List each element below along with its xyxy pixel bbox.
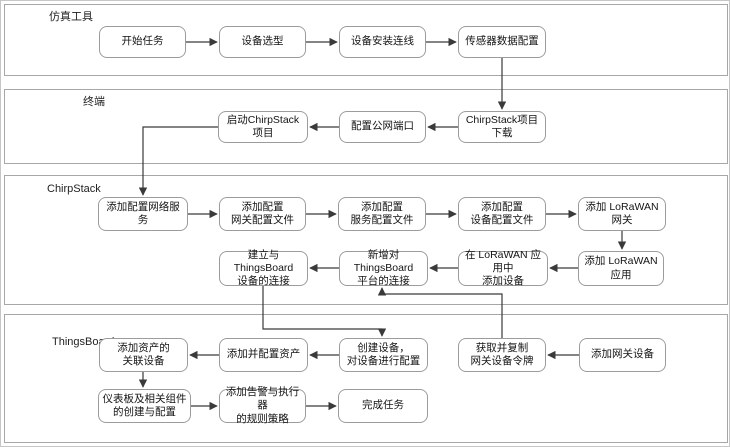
lane-thingsboard [4,314,728,443]
node-add-lorawan-app: 添加 LoRaWAN 应用 [578,251,664,286]
node-finish-task: 完成任务 [338,389,428,423]
node-gateway-profile: 添加配置 网关配置文件 [219,197,306,231]
node-start-task: 开始任务 [99,26,186,58]
lane-simulation-tools [4,4,728,76]
node-add-lorawan-gateway: 添加 LoRaWAN 网关 [578,197,666,231]
node-sensor-data-config: 传感器数据配置 [458,26,546,58]
lane-label-simulation-tools: 仿真工具 [49,11,93,23]
lane-label-chirpstack: ChirpStack [47,183,101,195]
node-start-chirpstack: 启动ChirpStack项目 [218,111,308,143]
node-alarm-actuator-rules: 添加告警与执行器 的规则策略 [219,386,306,425]
node-config-public-port: 配置公网端口 [339,111,426,143]
node-add-device-in-app: 在 LoRaWAN 应用中 添加设备 [458,249,548,287]
node-create-device-config: 创建设备， 对设备进行配置 [339,338,428,372]
node-add-configure-asset: 添加并配置资产 [219,338,308,372]
lane-label-terminal: 终端 [83,96,105,108]
node-dashboard-components: 仪表板及相关组件 的创建与配置 [98,389,191,423]
node-device-profile: 添加配置 设备配置文件 [458,197,546,231]
node-add-gateway-device: 添加网关设备 [579,338,666,372]
node-add-asset-devices: 添加资产的 关联设备 [99,338,188,372]
lane-label-thingsboard: ThingsBoard [52,336,115,348]
node-add-tb-connection: 新增对ThingsBoard 平台的连接 [339,249,428,287]
node-get-copy-gateway-token: 获取并复制 网关设备令牌 [458,338,546,372]
node-establish-tb-device: 建立与ThingsBoard 设备的连接 [219,249,308,287]
node-chirpstack-download: ChirpStack项目下载 [458,111,546,143]
node-service-profile: 添加配置 服务配置文件 [338,197,426,231]
lane-terminal [4,89,728,164]
node-device-selection: 设备选型 [219,26,306,58]
node-device-install-wiring: 设备安装连线 [339,26,426,58]
node-add-network-service: 添加配置网络服务 [98,197,188,231]
